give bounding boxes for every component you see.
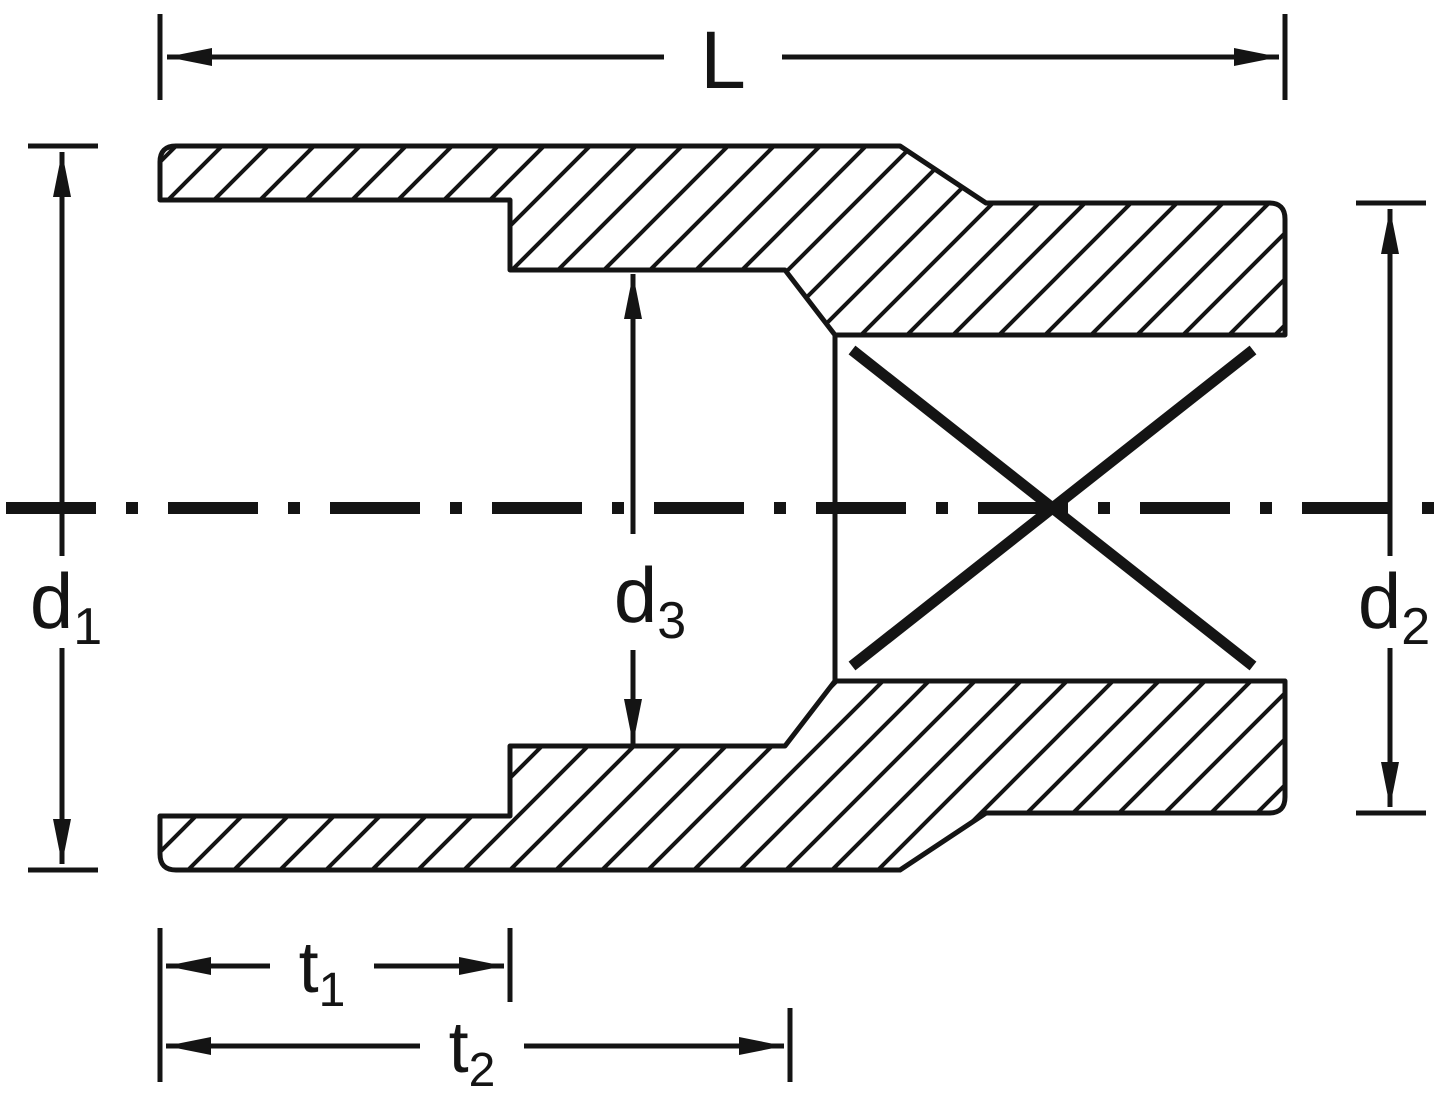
dimension-label-d3-base: d: [614, 551, 657, 639]
dimension-label-t2-sub: 2: [469, 1044, 496, 1097]
dimension-label-d3: d3: [614, 551, 686, 650]
dimension-label-d1-base: d: [30, 557, 73, 645]
dimension-t1: t1: [157, 928, 513, 1082]
dimension-d3: d3: [614, 274, 686, 744]
dimension-label-d1: d1: [30, 557, 102, 656]
dimension-L: L: [157, 14, 1288, 106]
dimension-t2: t2: [166, 1008, 793, 1097]
dimension-label-d2: d2: [1358, 557, 1430, 656]
dimension-label-t1: t1: [299, 928, 346, 1017]
dimension-label-d3-sub: 3: [657, 592, 686, 650]
dimension-d2: d2: [1356, 200, 1430, 816]
dimension-label-L: L: [700, 15, 746, 106]
body-top-wall-hatched: [157, 143, 1288, 338]
dimension-label-t2: t2: [449, 1008, 496, 1097]
dimension-label-t2-base: t: [449, 1008, 469, 1088]
dimension-label-d2-sub: 2: [1401, 598, 1430, 656]
dimension-label-d2-base: d: [1358, 557, 1401, 645]
dimension-label-d1-sub: 1: [73, 598, 102, 656]
dimension-label-t1-base: t: [299, 928, 319, 1008]
dimension-label-t1-sub: 1: [319, 964, 346, 1017]
dimension-d1: d1: [28, 143, 102, 873]
body-bottom-wall-hatched: [157, 678, 1288, 873]
dimensions: L d1 d2 d3 t1: [28, 14, 1430, 1097]
dimension-label-L-base: L: [700, 15, 746, 106]
